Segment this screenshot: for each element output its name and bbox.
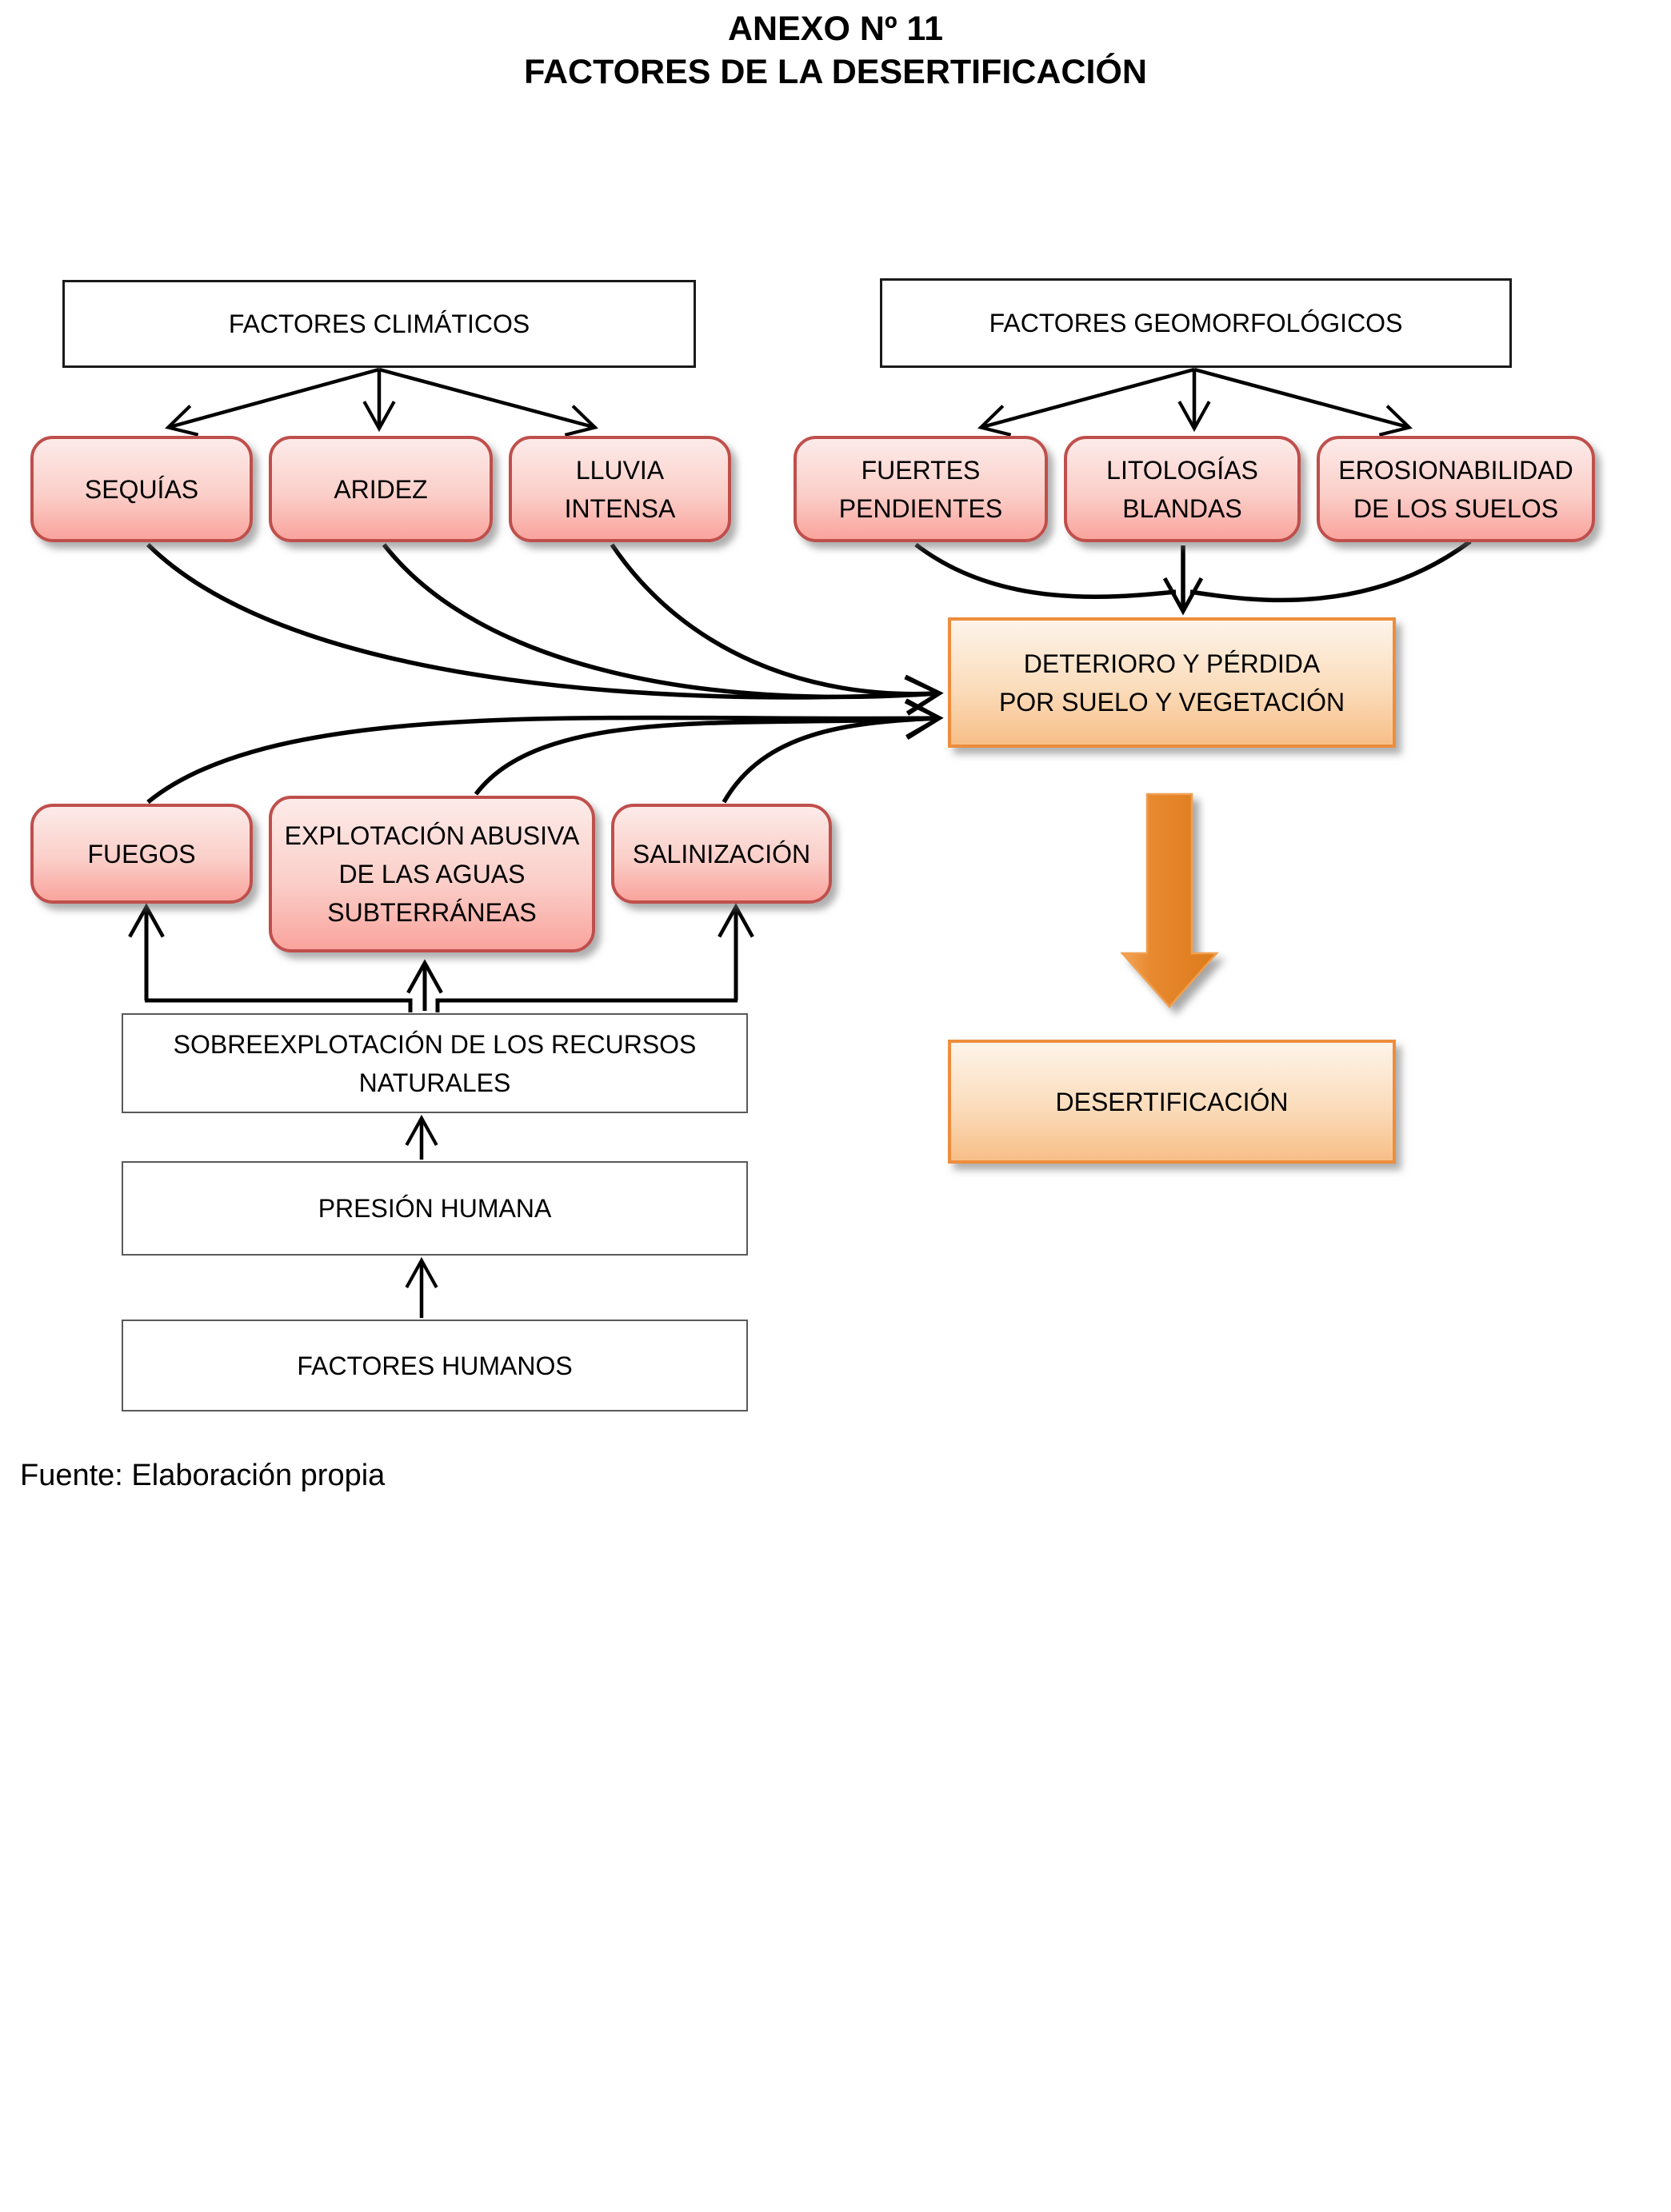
node-sobreexplotacion: SOBREEXPLOTACIÓN DE LOS RECURSOS NATURAL… (122, 1013, 748, 1113)
node-sequias: SEQUÍAS (30, 436, 253, 542)
node-lluvia-intensa: LLUVIA INTENSA (509, 436, 731, 542)
node-label: EROSIONABILIDAD DE LOS SUELOS (1338, 455, 1573, 523)
node-label: ARIDEZ (334, 474, 428, 504)
node-label: SOBREEXPLOTACIÓN DE LOS RECURSOS NATURAL… (173, 1029, 697, 1097)
node-salinizacion: SALINIZACIÓN (611, 804, 832, 904)
fan-geomorfologicos (977, 367, 1413, 437)
node-litologias-blandas: LITOLOGÍAS BLANDAS (1064, 436, 1301, 542)
node-aridez: ARIDEZ (269, 436, 493, 542)
node-label: SALINIZACIÓN (632, 839, 811, 868)
page-title-line2: FACTORES DE LA DESERTIFICACIÓN (524, 52, 1147, 91)
fan-climaticos (165, 367, 598, 437)
source-note: Fuente: Elaboración propia (20, 1459, 386, 1492)
node-label: DETERIORO Y PÉRDIDA POR SUELO Y VEGETACI… (998, 649, 1345, 717)
node-label: FACTORES GEOMORFOLÓGICOS (989, 309, 1403, 337)
node-label: SEQUÍAS (84, 474, 199, 504)
big-down-arrow (1120, 793, 1219, 1008)
curves-climatic-to-deterioro (146, 543, 944, 716)
node-label: LITOLOGÍAS BLANDAS (1106, 455, 1258, 523)
node-factores-humanos: FACTORES HUMANOS (122, 1320, 748, 1411)
node-label: DESERTIFICACIÓN (1055, 1087, 1289, 1116)
node-deterioro: DETERIORO Y PÉRDIDA POR SUELO Y VEGETACI… (948, 617, 1396, 748)
page-title-line1: ANEXO Nº 11 (727, 10, 944, 48)
node-erosionabilidad-suelos: EROSIONABILIDAD DE LOS SUELOS (1317, 436, 1595, 542)
node-label: PRESIÓN HUMANA (318, 1194, 552, 1223)
node-factores-climaticos: FACTORES CLIMÁTICOS (62, 280, 696, 368)
page-title: ANEXO Nº 11 FACTORES DE LA DESERTIFICACI… (0, 8, 1671, 94)
node-label: EXPLOTACIÓN ABUSIVA DE LAS AGUAS SUBTERR… (284, 821, 580, 927)
node-label: FUEGOS (87, 839, 196, 868)
node-desertificacion: DESERTIFICACIÓN (948, 1040, 1396, 1164)
node-label: LLUVIA INTENSA (564, 455, 676, 523)
node-factores-geomorfologicos: FACTORES GEOMORFOLÓGICOS (880, 278, 1512, 368)
curves-geo-to-deterioro (914, 539, 1472, 616)
node-label: FACTORES CLIMÁTICOS (228, 309, 530, 338)
node-explotacion-aguas: EXPLOTACIÓN ABUSIVA DE LAS AGUAS SUBTERR… (269, 796, 595, 952)
node-label: FACTORES HUMANOS (297, 1351, 573, 1380)
node-fuegos: FUEGOS (30, 804, 253, 904)
curves-human-to-deterioro (146, 698, 944, 805)
node-fuertes-pendientes: FUERTES PENDIENTES (794, 436, 1048, 542)
node-label: FUERTES PENDIENTES (838, 455, 1003, 523)
node-presion-humana: PRESIÓN HUMANA (122, 1161, 748, 1256)
